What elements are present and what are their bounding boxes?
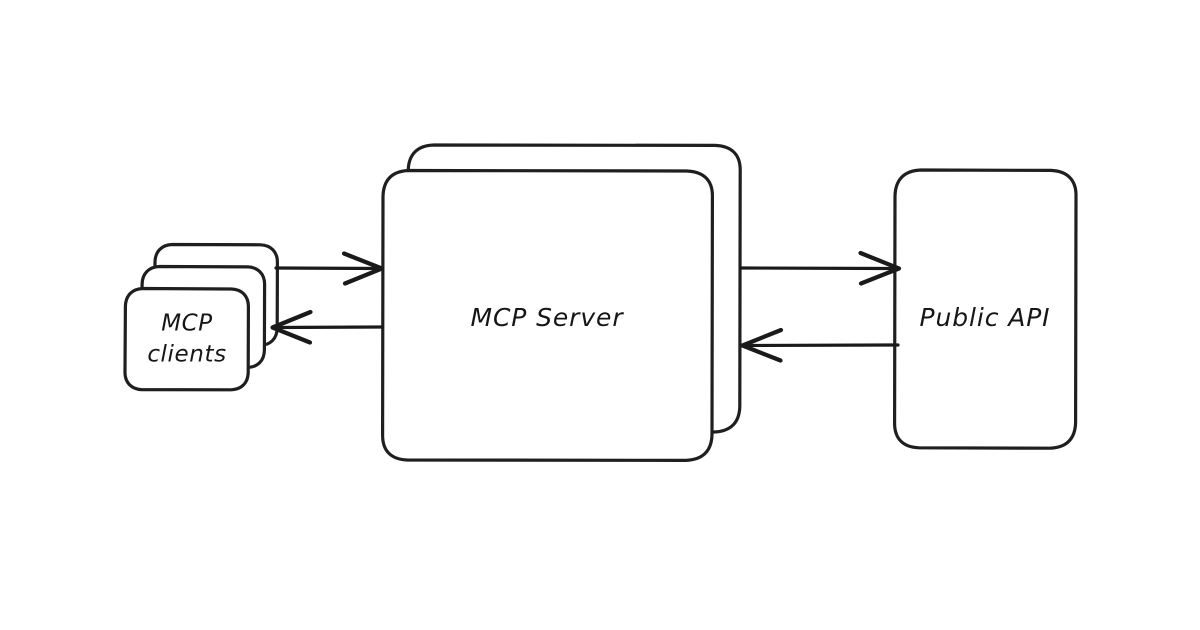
connector-clients-to-server-arrowhead <box>341 251 385 286</box>
connector-server-to-clients-arrowhead <box>270 309 313 345</box>
mcp-clients-label-line2: clients <box>147 342 226 368</box>
connector-api-to-server-arrowhead <box>740 327 784 363</box>
connector-server-to-clients[interactable] <box>270 309 385 345</box>
connector-server-to-api-arrowhead <box>858 250 902 286</box>
mcp-clients-label-line1: MCP <box>161 311 213 337</box>
connector-clients-to-server[interactable] <box>274 251 385 286</box>
mcp-server-card-front <box>380 168 715 462</box>
connector-api-to-server-line <box>742 343 900 348</box>
node-public-api[interactable]: Public API <box>892 168 1078 450</box>
mcp-server-label: MCP Server <box>470 303 624 332</box>
node-mcp-server[interactable]: MCP Server <box>380 143 742 462</box>
connector-server-to-api-line <box>739 266 900 271</box>
connector-clients-to-server-line <box>274 266 384 271</box>
mcp-clients-card-front <box>123 286 251 392</box>
node-mcp-clients[interactable]: MCP clients <box>123 242 280 392</box>
public-api-card <box>892 168 1078 450</box>
connector-server-to-api[interactable] <box>739 250 902 286</box>
connector-server-to-clients-line <box>272 325 385 330</box>
connector-api-to-server[interactable] <box>740 327 900 363</box>
public-api-label: Public API <box>920 303 1051 332</box>
